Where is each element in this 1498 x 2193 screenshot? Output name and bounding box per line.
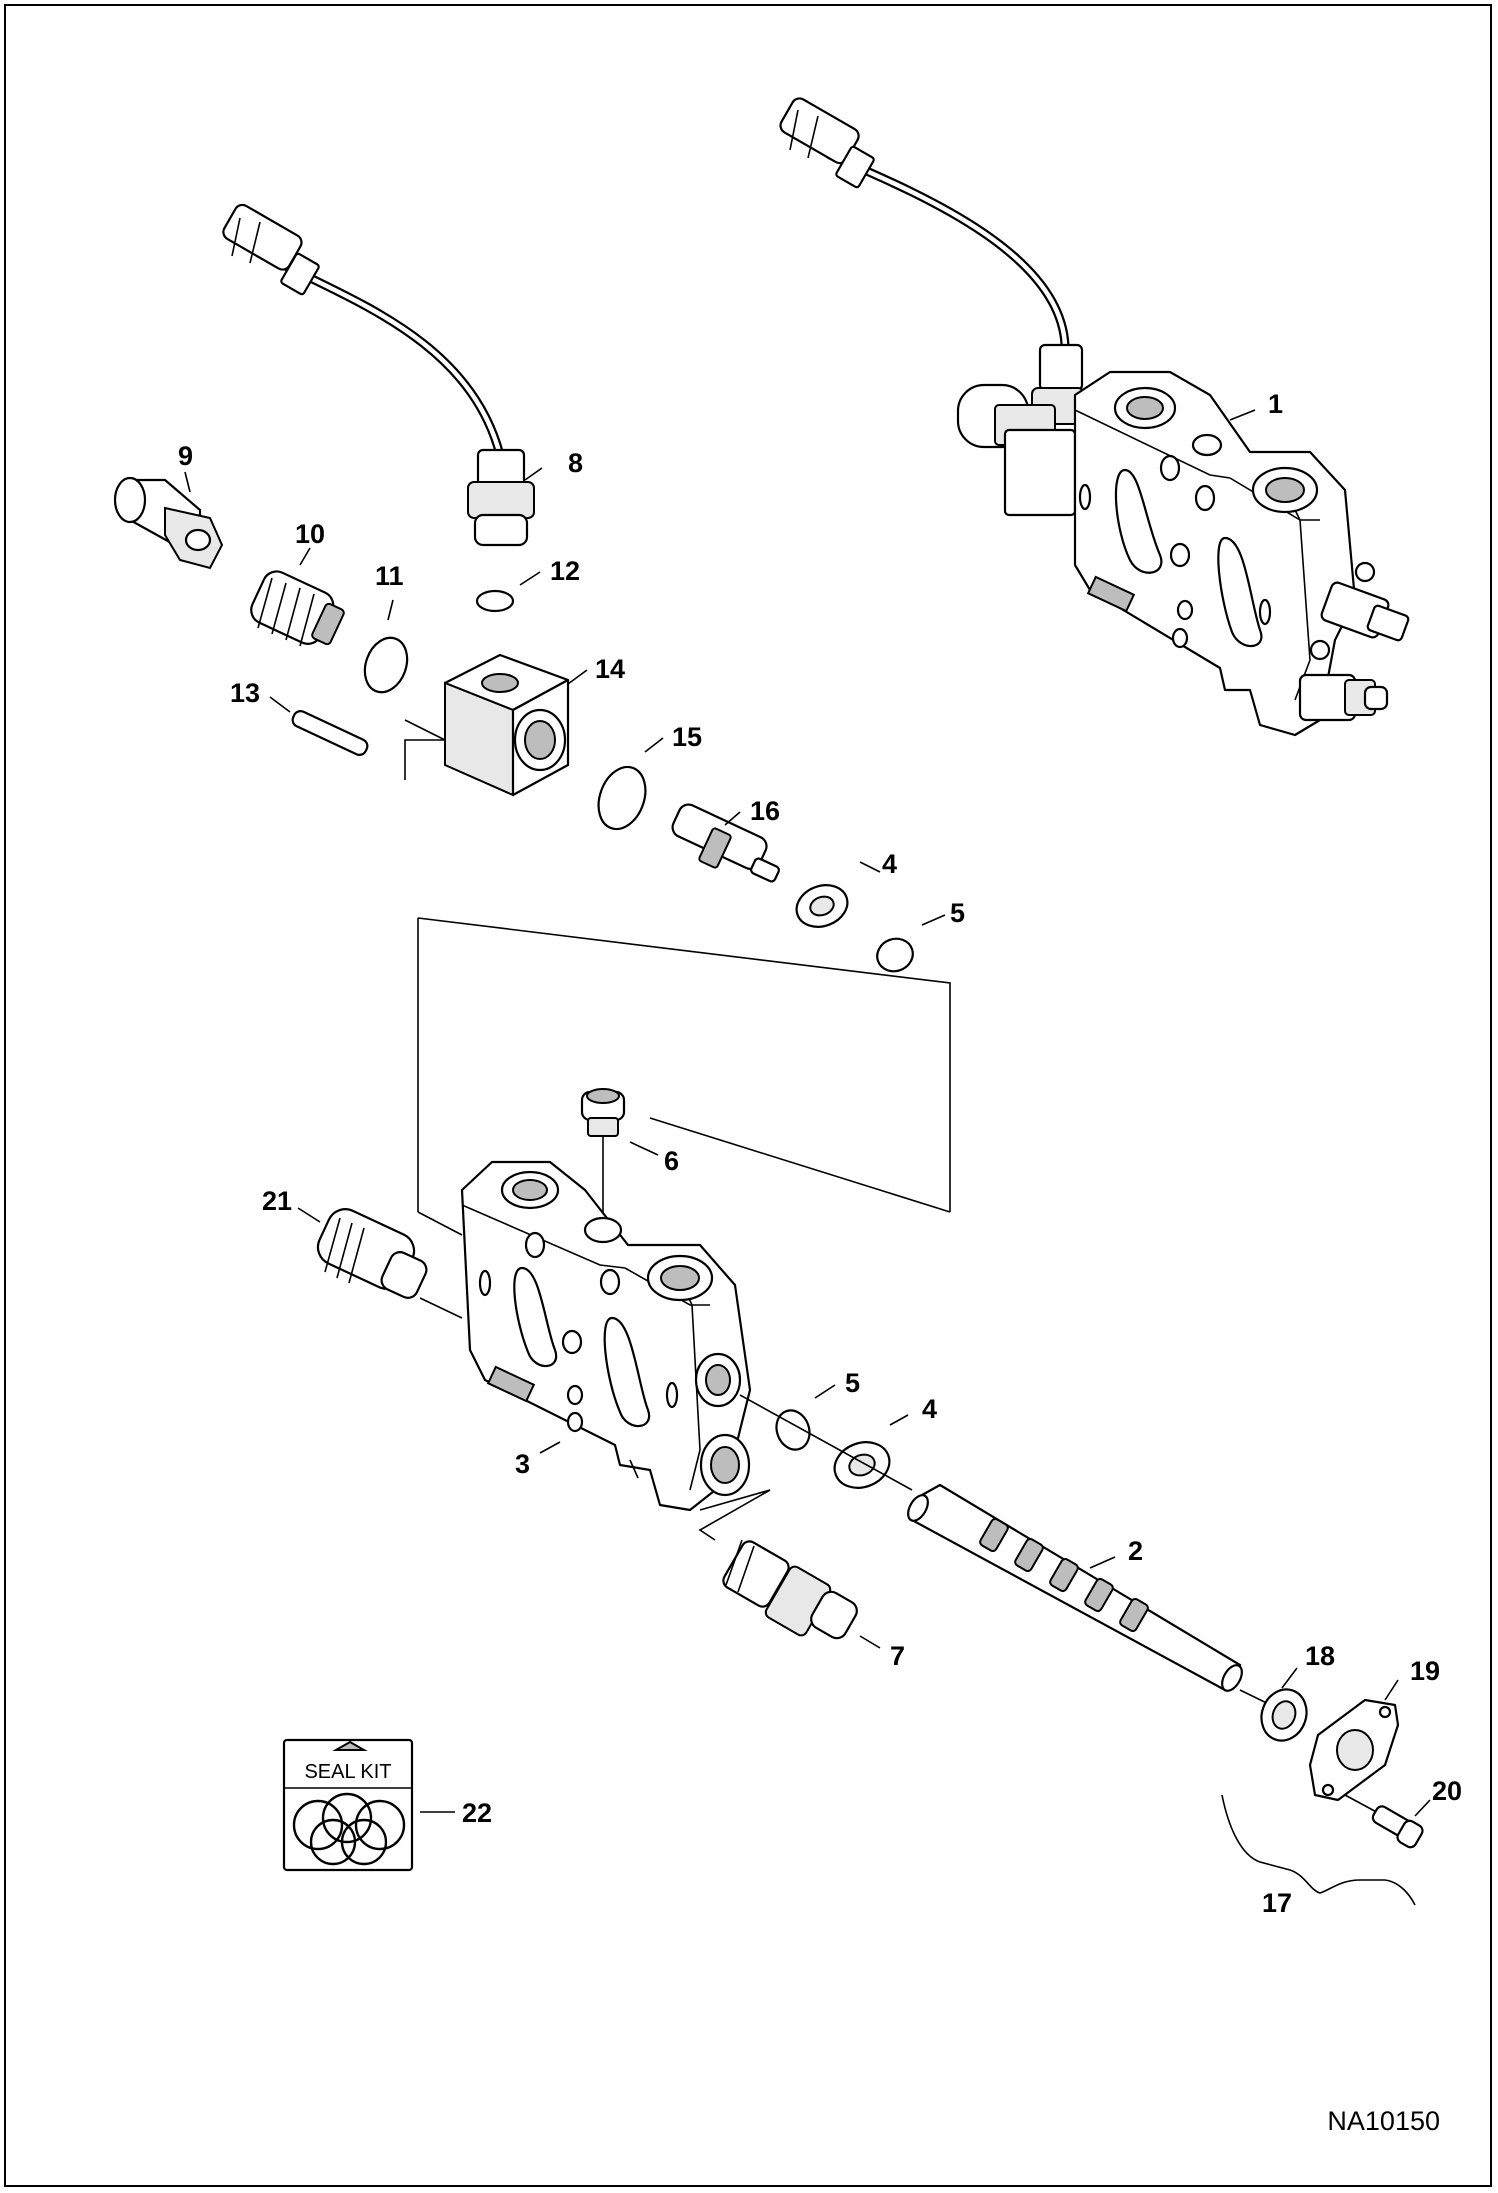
part-5-o-ring-bottom: [775, 1409, 811, 1451]
part-20-screw: [1371, 1805, 1424, 1849]
callout-12: 12: [550, 556, 580, 586]
callout-labels: 1 2 3 4 4 5 5 6 7 8 9 10 11 12 13 14 15 …: [178, 389, 1462, 1918]
part-18-seal: [1260, 1688, 1308, 1742]
part-15-o-ring: [597, 765, 647, 831]
callout-11: 11: [375, 561, 404, 591]
connector-plug: [779, 97, 875, 189]
part-14-solenoid-block: [443, 653, 570, 797]
part-2-spool: [907, 1483, 1243, 1692]
callout-1: 1: [1268, 389, 1283, 419]
part-17-bracket: [1221, 1794, 1416, 1906]
callout-10: 10: [295, 519, 325, 549]
callout-22: 22: [462, 1798, 492, 1828]
callout-15: 15: [672, 722, 702, 752]
callout-18: 18: [1305, 1641, 1335, 1671]
part-16-poppet: [671, 803, 780, 883]
callout-4-bottom: 4: [922, 1394, 937, 1424]
part-13-pin: [291, 710, 369, 756]
callout-6: 6: [664, 1146, 679, 1176]
callout-16: 16: [750, 796, 780, 826]
callout-4-top: 4: [882, 849, 897, 879]
callout-5-bottom: 5: [845, 1368, 860, 1398]
part-5-o-ring-top: [876, 937, 914, 973]
part-21-relief-cartridge: [316, 1208, 428, 1299]
assembled-valve-section: [779, 97, 1410, 737]
callout-3: 3: [515, 1449, 530, 1479]
callout-20: 20: [1432, 1776, 1462, 1806]
part-19-cap-plate: [1308, 1698, 1400, 1802]
part-4-washer-bottom: [833, 1441, 891, 1489]
callout-13: 13: [230, 678, 260, 708]
part-8-pressure-switch: [222, 203, 535, 547]
part-11-o-ring: [363, 636, 409, 694]
drawing-id: NA10150: [1327, 2106, 1440, 2136]
part-22-seal-kit: SEAL KIT: [282, 1738, 414, 1872]
part-6-plug: [580, 1088, 626, 1137]
part-12-o-ring: [475, 589, 515, 613]
callout-17: 17: [1262, 1888, 1292, 1918]
callout-14: 14: [595, 654, 625, 684]
callout-21: 21: [262, 1186, 292, 1216]
part-4-washer-top: [795, 884, 849, 928]
leader-lines: [184, 409, 1431, 1817]
part-10-coil-cartridge: [250, 570, 345, 647]
seal-kit-label: SEAL KIT: [304, 1761, 391, 1783]
callout-9: 9: [178, 441, 193, 471]
part-9-solenoid-cap: [113, 476, 224, 570]
callout-8: 8: [568, 448, 583, 478]
part-7-fitting: [722, 1539, 858, 1640]
callout-7: 7: [890, 1641, 905, 1671]
callout-2: 2: [1128, 1536, 1143, 1566]
callout-19: 19: [1410, 1656, 1440, 1686]
drawing-frame: [4, 4, 1492, 2187]
callout-5-top: 5: [950, 898, 965, 928]
part-3-valve-section: [460, 1160, 752, 1512]
